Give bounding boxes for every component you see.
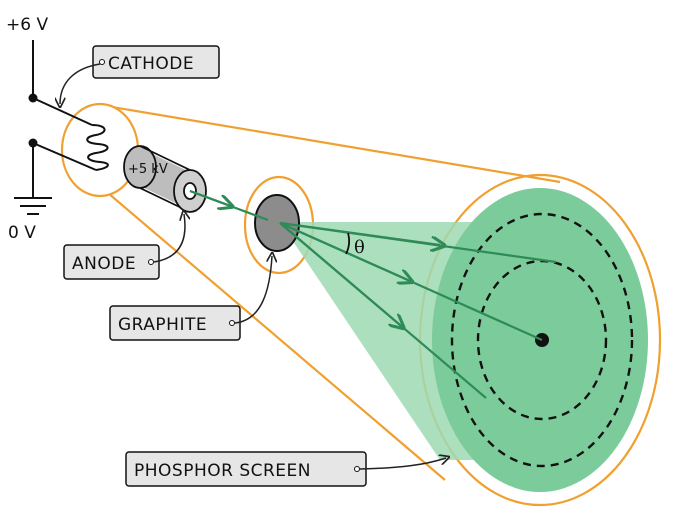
voltage-top-label: +6 V bbox=[6, 15, 48, 35]
voltage-ground-label: 0 V bbox=[8, 223, 36, 243]
cathode-wire-bottom bbox=[32, 142, 97, 171]
phosphor-screen-label-tag: PHOSPHOR SCREEN bbox=[125, 451, 446, 487]
tube-neck-ellipse bbox=[60, 102, 140, 198]
cathode-wire-top bbox=[32, 97, 93, 126]
ground-symbol-icon bbox=[14, 197, 52, 215]
angle-label: θ bbox=[354, 237, 365, 258]
anode-label-tag: ANODE bbox=[63, 214, 185, 280]
graphite-label-tag: GRAPHITE bbox=[109, 256, 272, 341]
angle-arc bbox=[345, 232, 351, 255]
phosphor-screen-label: PHOSPHOR SCREEN bbox=[134, 461, 311, 481]
cathode-label: CATHODE bbox=[108, 54, 194, 74]
voltage-anode-label: +5 kV bbox=[128, 162, 168, 177]
filament-coil bbox=[86, 124, 109, 171]
tube-top-edge bbox=[99, 103, 561, 184]
cathode-circuit bbox=[14, 40, 109, 215]
diffraction-ring-outer bbox=[450, 212, 634, 468]
tube-bottom-edge bbox=[107, 192, 446, 481]
electron-beams bbox=[189, 189, 557, 399]
anode-cylinder bbox=[123, 145, 207, 213]
graphite-label: GRAPHITE bbox=[118, 315, 207, 335]
anode-label: ANODE bbox=[72, 254, 136, 274]
diffraction-pattern bbox=[280, 188, 648, 492]
graphite-target bbox=[254, 194, 300, 252]
cathode-label-tag: CATHODE bbox=[60, 45, 220, 104]
